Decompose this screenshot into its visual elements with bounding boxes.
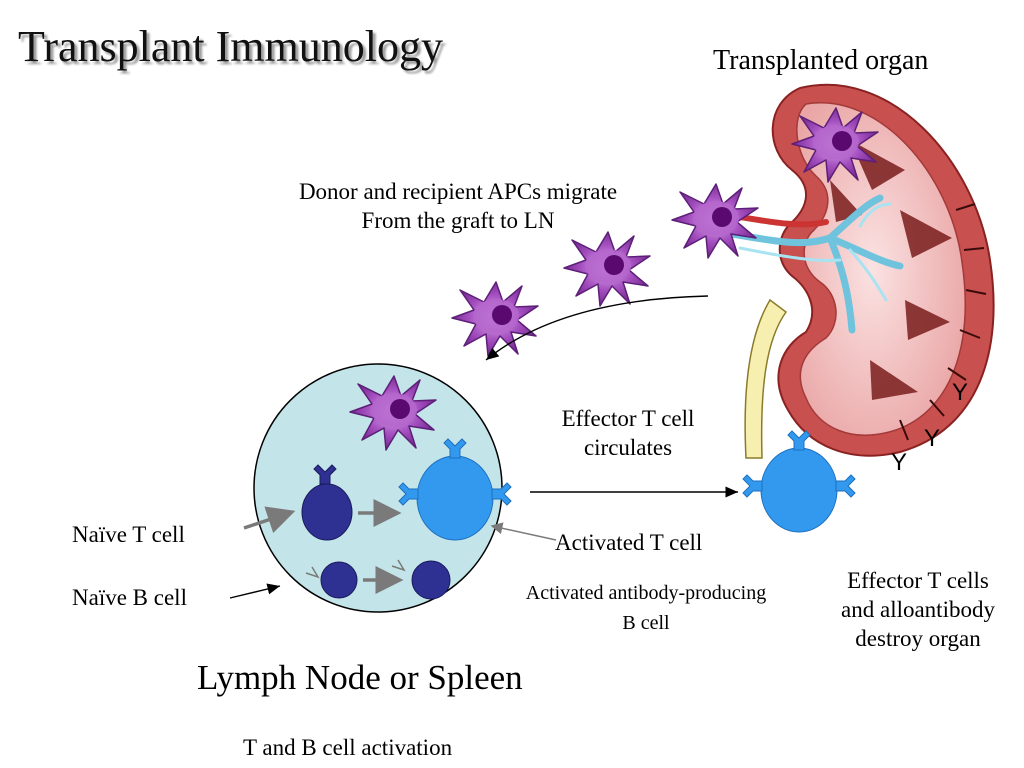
activated-t-pointer-arrow xyxy=(490,522,557,541)
transplanted-organ-label: Transplanted organ xyxy=(713,45,929,76)
apc-migration-line-2: From the graft to LN xyxy=(361,208,555,233)
antibody-glyph: Y xyxy=(952,379,968,406)
destroy-line-2: and alloantibody xyxy=(841,597,995,622)
migrating-apc-icon xyxy=(451,281,539,357)
activated-b-cell-icon xyxy=(391,559,451,600)
destroy-line-3: destroy organ xyxy=(855,626,981,651)
apc-migration-caption: Donor and recipient APCs migrate From th… xyxy=(258,177,658,235)
slide-title: Transplant Immunology xyxy=(18,22,443,71)
antibody-glyph: Y xyxy=(924,425,940,452)
naive-b-cell-label: Naïve B cell xyxy=(72,585,187,610)
naive-t-cell-icon xyxy=(301,464,353,541)
apc-migration-line-1: Donor and recipient APCs migrate xyxy=(298,179,618,204)
naive-t-cell-label: Naïve T cell xyxy=(72,522,185,547)
effector-circulates-line-2: circulates xyxy=(583,435,673,460)
destroy-line-1: Effector T cells xyxy=(847,568,989,593)
migration-arrow xyxy=(485,295,709,361)
activation-caption: T and B cell activation xyxy=(243,735,453,760)
effector-t-cell-icon xyxy=(742,430,856,533)
activated-t-cell-icon xyxy=(398,438,512,541)
migrating-apc-icon xyxy=(671,183,759,259)
destroy-organ-caption: Effector T cells and alloantibody destro… xyxy=(818,566,1018,653)
effector-circulates-caption: Effector T cell circulates xyxy=(528,404,728,462)
lymph-node-label: Lymph Node or Spleen xyxy=(197,658,523,697)
antibody-glyph: Y xyxy=(891,449,907,476)
activated-b-cell-line-2: B cell xyxy=(622,612,670,634)
activated-b-cell-caption: Activated antibody-producing B cell xyxy=(486,578,806,638)
effector-circulates-line-1: Effector T cell xyxy=(561,406,695,431)
activated-t-cell-label: Activated T cell xyxy=(555,530,703,555)
naive-b-cell-icon xyxy=(305,561,358,599)
activated-b-cell-line-1: Activated antibody-producing xyxy=(525,582,767,604)
naive-b-pointer-arrow xyxy=(229,583,281,599)
migrating-apc-icon xyxy=(563,231,651,307)
naive-t-pointer-arrow xyxy=(243,506,296,534)
